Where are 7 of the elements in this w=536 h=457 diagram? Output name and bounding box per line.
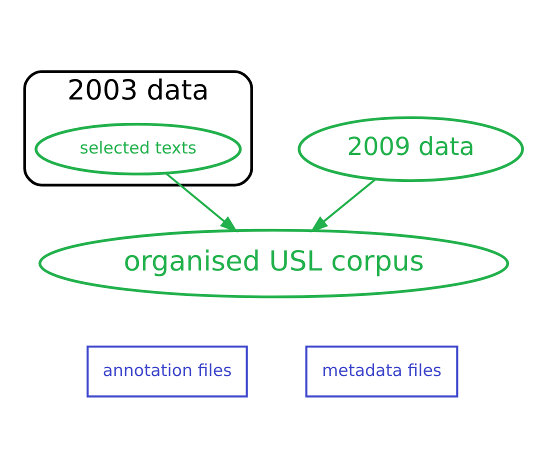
- arrow: [310, 178, 377, 233]
- arrow: [166, 172, 238, 233]
- node-ellipse: 2009 data: [298, 116, 524, 182]
- node-ellipse: organised USL corpus: [38, 228, 510, 298]
- node-box: metadata files: [305, 346, 458, 398]
- node-box: annotation files: [86, 346, 248, 398]
- node-ellipse: selected texts: [34, 122, 242, 176]
